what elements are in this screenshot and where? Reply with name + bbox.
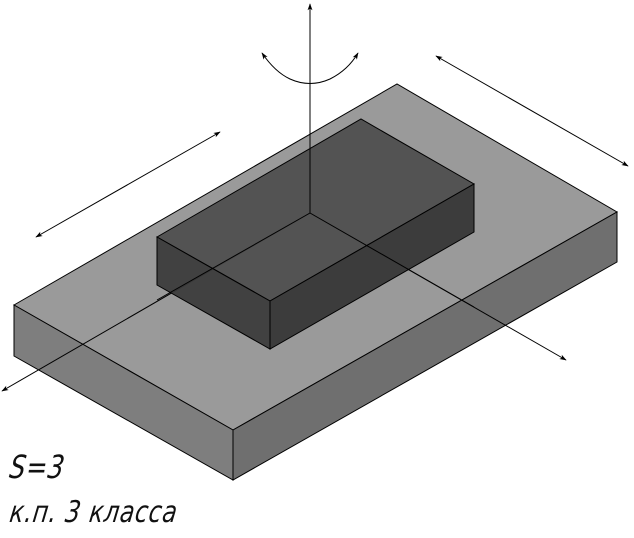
block-right-face (269, 183, 475, 350)
double-arrow-right (435, 55, 629, 167)
rotation-arrow (261, 52, 359, 84)
double-arrow-left (35, 131, 221, 238)
axis-lines-through-block (156, 212, 475, 308)
caption-class: к.п. 3 класса (7, 495, 181, 530)
caption-s-value: S=3 (7, 448, 68, 486)
short-axis-through (309, 212, 475, 308)
plate-right-face (232, 211, 618, 481)
long-axis-through (156, 212, 311, 301)
